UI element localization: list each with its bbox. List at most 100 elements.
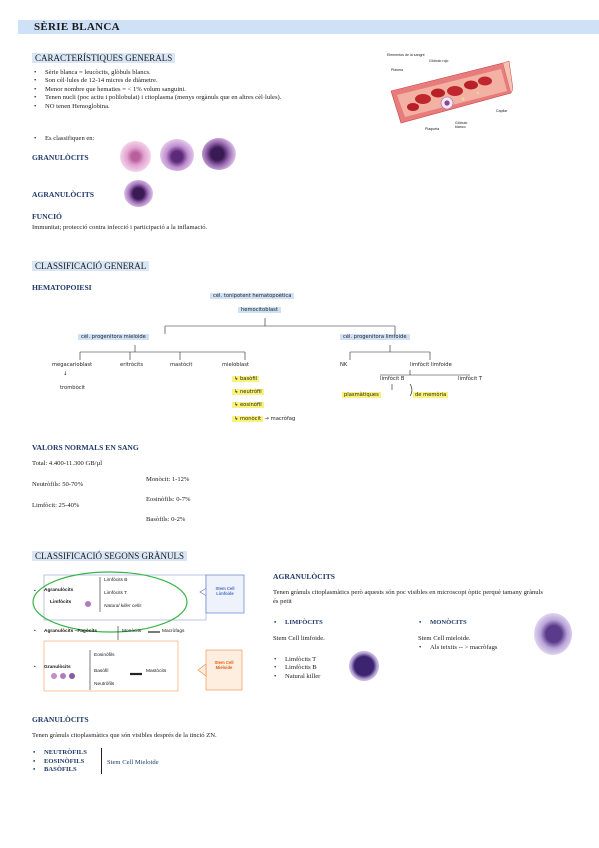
node-neutrofil: ↳ neutròfil [232, 389, 264, 395]
list-item: Limfòcits B [273, 664, 320, 673]
granuls-neut: Neutròfils [94, 682, 115, 687]
granuls-lb: Limfòcits B [104, 578, 128, 583]
valors-heading: VALORS NORMALS EN SANG [32, 443, 139, 452]
node-progenitora-mieloide: cèl. progenitora mieloide [78, 334, 149, 340]
agranulocits-heading: AGRANULÒCITS [273, 572, 336, 581]
node-memoria: de memòria [413, 392, 449, 398]
granulocits-label: GRANULÒCITS [32, 153, 89, 162]
vessel-label-globulo-blanco: Glóbulo blanco [455, 121, 468, 129]
list-item: Als teixits -- > macròfags [418, 644, 497, 653]
valors-eosinofils: Eosinòfils: 0-7% [146, 496, 191, 503]
list-item: Son cèl·lules de 12-14 micres de diàmetr… [33, 77, 363, 86]
classify-list: Es classifiquen en: [33, 135, 94, 144]
granuls-gran-label: Granulòcits [44, 665, 71, 670]
vessel-label-title: Elementos de la sangre [387, 53, 425, 57]
valors-total: Total: 4.400-11.300 GB/µl [32, 460, 103, 467]
funcio-heading: FUNCIÓ [32, 212, 62, 221]
title-banner [18, 20, 599, 34]
generals-list: Sèrie blanca = leucòcits, glòbuls blancs… [33, 69, 363, 111]
neutrophil-image [120, 141, 151, 172]
blood-vessel-illustration: Elementos de la sangre Glóbulo rojo Plas… [383, 53, 514, 133]
eosinophil-image [160, 139, 194, 171]
vessel-svg [390, 60, 514, 124]
vessel-label-plasma: Plasma [391, 68, 403, 72]
limfocits-heading: LIMFÒCITS [273, 619, 323, 628]
limfocits-text: Stem Cell limfoide. [273, 635, 325, 642]
monocits-list: Als teixits -- > macròfags [418, 644, 497, 653]
valors-limfocit: Limfòcit: 25-40% [32, 502, 80, 509]
node-eosinofil: ↳ eosinòfil [232, 402, 264, 408]
funcio-text: Immunitat; protecció contra infecció i p… [32, 224, 208, 231]
vessel-label-plaqueta: Plaqueta [425, 127, 440, 131]
node-monocit: ↳ monòcit → macròfag [232, 416, 295, 422]
node-eritrocits: eritròcits [120, 362, 144, 368]
valors-monocit: Monòcit: 1-12% [146, 476, 190, 483]
node-neutrofil-text: ↳ neutròfil [232, 389, 264, 395]
section-heading-classificacio-general: CLASSIFICACIÓ GENERAL [32, 261, 150, 271]
node-memoria-text: de memòria [413, 392, 449, 398]
granulocits-heading: GRANULÒCITS [32, 715, 89, 724]
page-title: SÈRIE BLANCA [34, 21, 120, 33]
granuls-limf-label: Limfòcits [50, 600, 72, 605]
node-progenitora-limfoide: cèl. progenitora limfoide [340, 334, 410, 340]
list-item: Menor nombre que hematies = < 1% volum s… [33, 86, 363, 95]
granuls-diagram-shapes [32, 571, 245, 692]
lymphocyte-image [124, 180, 153, 207]
section-heading-granuls: CLASSIFICACIÓ SEGONS GRÀNULS [32, 551, 188, 561]
list-item: Tenen nucli (poc actiu i polilobulat) i … [33, 94, 363, 103]
node-nk: NK [340, 362, 348, 368]
agranulocits-label: AGRANULÒCITS [32, 190, 95, 199]
basophil-image [202, 138, 236, 170]
node-megacarioblast: megacarioblast [52, 362, 93, 368]
list-item: Natural killer [273, 673, 320, 682]
valors-basofils: Basòfils: 0-2% [146, 516, 186, 523]
monocits-text: Stem Cell mieloide. [418, 635, 471, 642]
list-item: Sèrie blanca = leucòcits, glòbuls blancs… [33, 69, 363, 78]
granuls-nk: Natural killer cells [104, 604, 142, 609]
granuls-stem-mie: Stem Cell Mieloide [214, 660, 234, 670]
granuls-fago: Agranulòcits –Fagòcits [44, 629, 98, 634]
granulocits-text: Tenen grànuls citoplasmàtics que són vis… [32, 732, 217, 739]
list-item: Es classifiquen en: [33, 135, 94, 144]
lymphocyte-micrograph [349, 651, 379, 681]
section-heading-generals: CARACTERÍSTIQUES GENERALS [32, 53, 176, 63]
node-plasmatiques-text: plasmàtiques [342, 392, 381, 398]
node-macrofag-text: → macròfag [264, 416, 296, 422]
vessel-label-capilar: Capilar [496, 109, 508, 113]
list-item: EOSINÒFILS [32, 758, 87, 767]
node-mastocit: mastòcit [170, 362, 193, 368]
arrow-down: ↓ [63, 371, 68, 377]
limfocits-heading-list: LIMFÒCITS [273, 619, 323, 628]
valors-neutrofils: Neutròfils: 50-70% [32, 481, 84, 488]
granuls-stem-limf: Stem Cell Limfoide [215, 586, 235, 596]
granuls-macrofags: Macròfags [162, 629, 185, 634]
granuls-mast: Mastòcits [146, 669, 167, 674]
node-hemocitoblast: hemocitoblast [238, 307, 281, 313]
granulocits-list: NEUTRÒFILS EOSINÒFILS BASÒFILS [32, 749, 87, 775]
node-basofil: ↳ basòfil [232, 376, 260, 382]
node-monocit-text: ↳ monòcit [232, 416, 264, 422]
granuls-bullet: • [34, 665, 36, 670]
monocits-heading-list: MONÒCITS [418, 619, 467, 628]
granuls-diagram: • Agranulòcits Limfòcits Limfòcits B Lim… [30, 568, 260, 698]
granuls-agr-label: Agranulòcits [44, 588, 74, 593]
node-eosinofil-text: ↳ eosinòfil [232, 402, 264, 408]
list-item: NO tenen Hemoglobina. [33, 103, 363, 112]
granulocits-stem: Stem Cell Mieloide [107, 759, 159, 766]
vessel-label-globulo-rojo: Glóbulo rojo [429, 59, 449, 63]
node-tonipotent: cèl. tonipotent hematopoètica [210, 293, 295, 299]
node-limfocit-b: limfòcit B [380, 376, 405, 382]
node-plasmatiques: plasmàtiques [342, 392, 381, 398]
monocyte-micrograph [534, 613, 572, 655]
limfocits-list: Limfòcits T Limfòcits B Natural killer [273, 656, 320, 682]
granuls-lt: Limfòcits T [104, 591, 128, 596]
node-limfocit-t: limfòcit T [458, 376, 483, 382]
granuls-bullet: • [34, 629, 36, 634]
granuls-eos: Eosinòfils [94, 653, 115, 658]
monocits-heading: MONÒCITS [418, 619, 467, 628]
granuls-bullet: • [34, 589, 36, 594]
granuls-bas: Basòfil [94, 669, 109, 674]
agranulocits-text: Tenen grànuls citoplasmàtics però aquest… [273, 589, 543, 605]
